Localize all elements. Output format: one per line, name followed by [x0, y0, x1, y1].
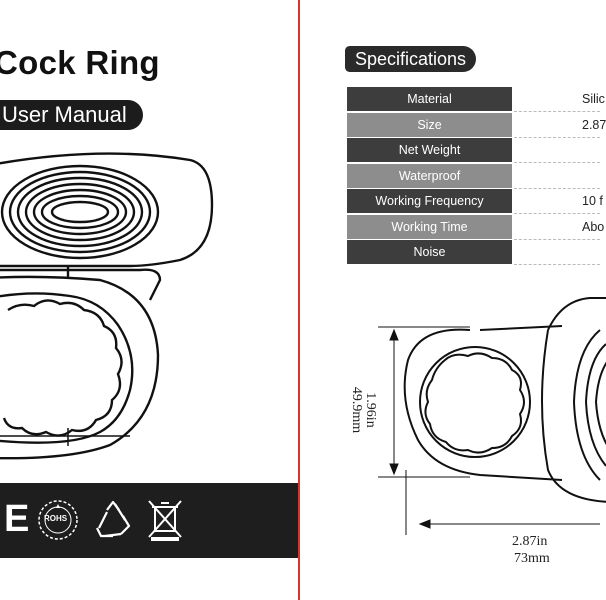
- right-page: Specifications Material Silic Size 2.87 …: [300, 0, 606, 600]
- spec-row-size: Size 2.87: [347, 112, 606, 139]
- recycle-icon: [96, 500, 131, 538]
- user-manual-label: User Manual: [0, 100, 143, 130]
- spec-row-material: Material Silic: [347, 87, 605, 113]
- spec-row-noise: Noise: [347, 240, 600, 266]
- spec-label: Size: [347, 112, 512, 137]
- spec-value: 2.87: [514, 113, 606, 138]
- spec-row-working-frequency: Working Frequency 10 f: [347, 189, 603, 215]
- height-millimeters: 49.9mm: [349, 386, 364, 434]
- rohs-label: ROHS: [44, 514, 68, 523]
- spec-row-waterproof: Waterproof: [347, 163, 600, 190]
- certification-bar: E ROHS: [0, 483, 298, 558]
- page-spine-divider: [298, 0, 300, 600]
- spec-label: Waterproof: [347, 163, 512, 188]
- spec-label: Material: [347, 87, 512, 111]
- spec-value: 10 f: [514, 189, 603, 214]
- spec-label: Noise: [347, 240, 512, 264]
- height-inches: 1.96in: [363, 392, 378, 428]
- spec-value: Abo: [514, 215, 604, 240]
- product-title: Cock Ring: [0, 44, 160, 81]
- height-dimension-label: 1.96in 49.9mm: [349, 380, 382, 440]
- spec-label: Net Weight: [347, 138, 512, 162]
- spec-label: Working Time: [347, 214, 512, 239]
- ce-mark-icon: E: [4, 498, 30, 540]
- spec-value: Silic: [514, 87, 605, 112]
- weee-bin-icon: [148, 500, 182, 541]
- product-illustration: [0, 152, 214, 460]
- spec-value: [514, 240, 600, 265]
- width-millimeters: 73mm: [514, 551, 550, 566]
- spec-row-net-weight: Net Weight: [347, 138, 600, 164]
- rohs-seal-icon: [38, 500, 78, 540]
- specifications-heading: Specifications: [345, 46, 477, 72]
- spec-label: Working Frequency: [347, 189, 512, 213]
- left-page: Cock Ring User Manual E: [0, 0, 300, 600]
- spec-value: [514, 138, 600, 163]
- width-inches: 2.87in: [512, 534, 548, 549]
- dimension-drawing: [378, 297, 606, 535]
- spec-row-working-time: Working Time Abo: [347, 214, 604, 241]
- spec-value: [514, 164, 600, 189]
- specifications-table: Material Silic Size 2.87 Net Weight Wate…: [347, 87, 606, 266]
